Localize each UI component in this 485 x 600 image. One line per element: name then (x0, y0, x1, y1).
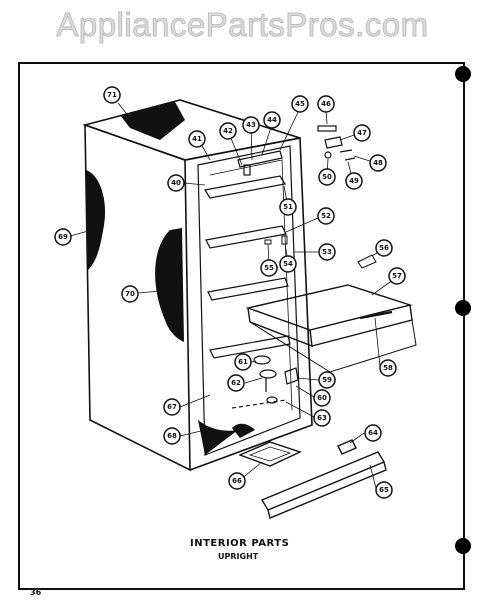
callout-53: 53 (318, 243, 336, 261)
svg-text:64: 64 (368, 429, 378, 437)
shelves (204, 175, 291, 359)
page-number: 36 (30, 588, 42, 597)
svg-text:47: 47 (357, 129, 367, 137)
callout-52: 52 (317, 207, 335, 225)
svg-text:43: 43 (246, 121, 256, 129)
diagram-caption-subtitle: UPRIGHT (218, 552, 259, 561)
callout-43: 43 (242, 116, 260, 134)
callout-58: 58 (379, 359, 397, 377)
callout-45: 45 (291, 95, 309, 113)
binder-hole-top (455, 66, 471, 82)
callout-44: 44 (263, 111, 281, 129)
watermark: AppliancePartsPros.com (56, 6, 429, 44)
svg-text:61: 61 (238, 358, 248, 366)
lower-parts (231, 355, 299, 409)
svg-text:57: 57 (392, 272, 402, 280)
svg-text:49: 49 (349, 177, 359, 185)
shelf-hardware (264, 235, 377, 269)
callout-68: 68 (163, 427, 181, 445)
binder-hole-bottom (455, 538, 471, 554)
svg-text:41: 41 (192, 135, 202, 143)
crisper-drawer (245, 284, 417, 373)
svg-text:68: 68 (167, 432, 177, 440)
svg-text:50: 50 (322, 173, 332, 181)
svg-text:53: 53 (322, 248, 332, 256)
callout-55: 55 (260, 259, 278, 277)
tray-and-grille (238, 439, 387, 519)
diagram-caption-title: INTERIOR PARTS (190, 538, 290, 549)
diagram-frame (18, 62, 465, 590)
svg-text:54: 54 (283, 260, 293, 268)
svg-text:42: 42 (223, 127, 233, 135)
cabinet-shading (86, 102, 255, 455)
svg-text:59: 59 (322, 376, 332, 384)
upper-parts (237, 125, 356, 176)
callout-63: 63 (313, 409, 331, 427)
svg-text:67: 67 (167, 403, 177, 411)
svg-text:70: 70 (125, 290, 135, 298)
callout-65: 65 (375, 481, 393, 499)
callout-61: 61 (234, 353, 252, 371)
callout-49: 49 (345, 172, 363, 190)
svg-text:63: 63 (317, 414, 327, 422)
svg-text:44: 44 (267, 116, 277, 124)
callout-40: 40 (167, 174, 185, 192)
callout-labels: 71 41 42 43 44 45 46 47 48 49 50 40 51 5… (54, 86, 406, 499)
callout-59: 59 (318, 371, 336, 389)
binder-hole-middle (455, 300, 471, 316)
svg-text:40: 40 (171, 179, 181, 187)
callout-69: 69 (54, 228, 72, 246)
callout-47: 47 (353, 124, 371, 142)
callout-57: 57 (388, 267, 406, 285)
callout-67: 67 (163, 398, 181, 416)
callout-64: 64 (364, 424, 382, 442)
svg-text:60: 60 (317, 394, 327, 402)
callout-50: 50 (318, 168, 336, 186)
svg-text:65: 65 (379, 486, 389, 494)
svg-text:46: 46 (321, 100, 331, 108)
svg-text:56: 56 (379, 244, 389, 252)
callout-71: 71 (103, 86, 121, 104)
callout-48: 48 (369, 154, 387, 172)
svg-text:45: 45 (295, 100, 305, 108)
svg-text:71: 71 (107, 91, 117, 99)
svg-text:69: 69 (58, 233, 68, 241)
callout-62: 62 (227, 374, 245, 392)
callout-54: 54 (279, 255, 297, 273)
callout-56: 56 (375, 239, 393, 257)
svg-text:66: 66 (232, 477, 242, 485)
callout-66: 66 (228, 472, 246, 490)
svg-text:58: 58 (383, 364, 393, 372)
callout-51: 51 (279, 198, 297, 216)
callout-42: 42 (219, 122, 237, 140)
svg-text:62: 62 (231, 379, 241, 387)
svg-text:48: 48 (373, 159, 383, 167)
callout-46: 46 (317, 95, 335, 113)
cabinet-outline (82, 99, 313, 472)
callout-41: 41 (188, 130, 206, 148)
svg-text:51: 51 (283, 203, 293, 211)
callout-60: 60 (313, 389, 331, 407)
svg-text:55: 55 (264, 264, 274, 272)
callout-70: 70 (121, 285, 139, 303)
svg-text:52: 52 (321, 212, 331, 220)
